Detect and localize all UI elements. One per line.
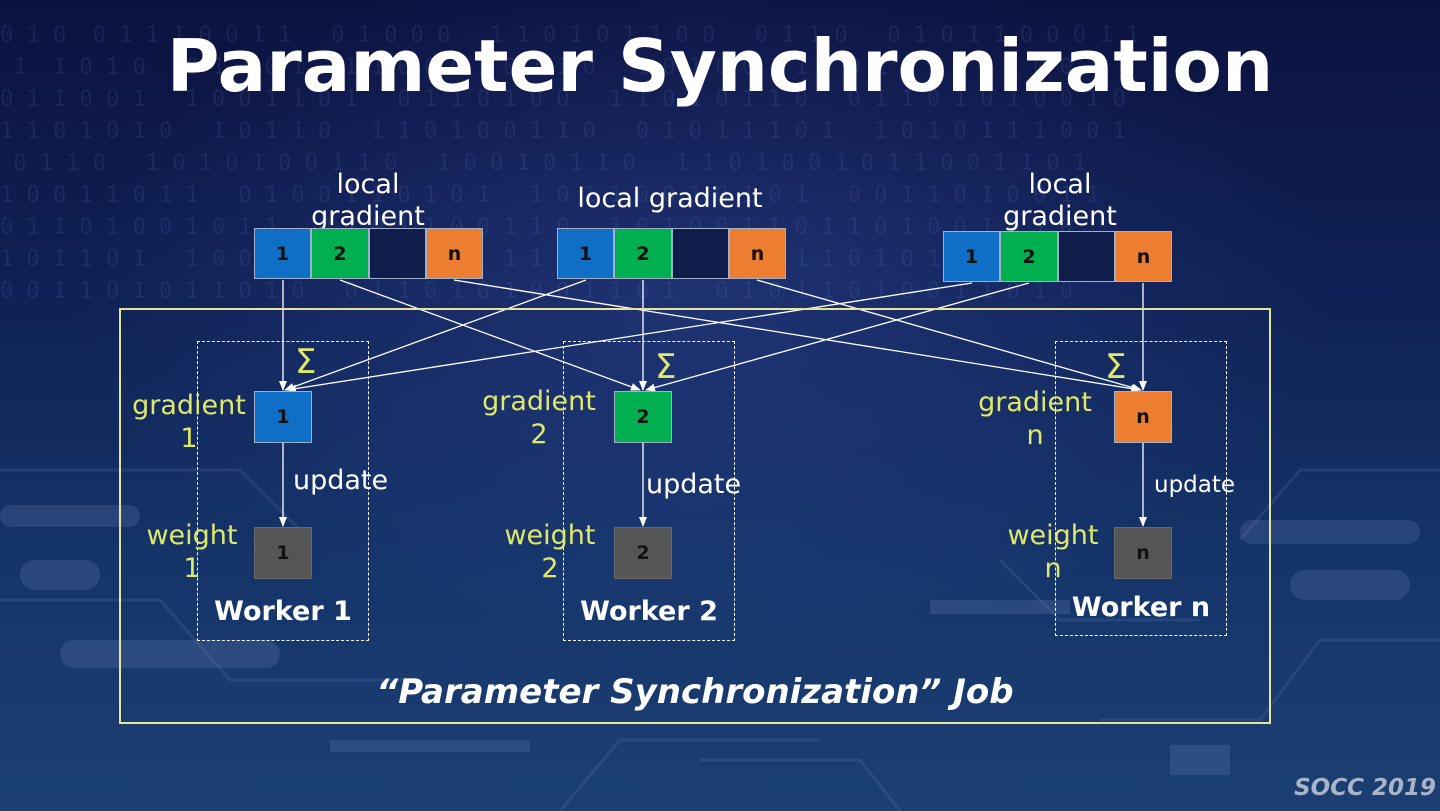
local-gradient-label-2: local gradient <box>577 183 763 214</box>
local-gradient-label-1: local gradient <box>311 169 425 232</box>
gradient-index: 1 <box>180 423 198 454</box>
weight-label-text: weight <box>1007 520 1099 551</box>
conference-footer: SOCC 2019 <box>1294 775 1436 801</box>
job-frame <box>119 308 1271 724</box>
weight-label-text: weight <box>146 520 238 551</box>
weight-cell-2: 2 <box>614 527 672 579</box>
page-title: Parameter Synchronization <box>166 24 1274 108</box>
aggregated-gradient-1: 1 <box>254 391 312 443</box>
aggregated-gradient-2: 2 <box>614 391 672 443</box>
aggregated-gradient-n: n <box>1114 391 1172 443</box>
segment-n: n <box>426 228 483 279</box>
gradient-label-2: gradient 2 <box>476 385 602 451</box>
weight-label-1: weight 1 <box>136 519 248 585</box>
gradient-label-text: gradient <box>978 387 1092 418</box>
worker-name-n: Worker n <box>1071 592 1211 623</box>
segment-empty <box>369 228 426 279</box>
gradient-label-1: gradient 1 <box>126 389 252 455</box>
sum-symbol-2: Σ <box>655 347 677 387</box>
weight-index: n <box>1044 553 1062 584</box>
segment-empty <box>1058 231 1115 282</box>
sum-symbol-n: Σ <box>1105 347 1127 387</box>
worker-name-1: Worker 1 <box>214 596 352 627</box>
worker-1-frame <box>197 341 369 641</box>
weight-label-n: weight n <box>997 519 1109 585</box>
segment-n: n <box>1115 231 1172 282</box>
binary-texture: 0 1 0 0 1 1 1 0 0 1 1 0 1 0 0 0 1 1 0 1 … <box>0 23 1140 304</box>
update-label-n: update <box>1154 472 1236 498</box>
weight-label-2: weight 2 <box>494 519 606 585</box>
weight-cell-1: 1 <box>254 527 312 579</box>
sum-symbol-1: Σ <box>295 342 317 382</box>
segment-1: 1 <box>557 228 614 279</box>
weight-index: 1 <box>183 553 201 584</box>
weight-cell-n: n <box>1114 527 1172 579</box>
gradient-label-text: gradient <box>132 390 246 421</box>
segment-1: 1 <box>254 228 311 279</box>
gradient-index: 2 <box>530 419 548 450</box>
segment-2: 2 <box>1000 231 1058 282</box>
worker-n-frame <box>1055 341 1227 636</box>
gradient-label-text: gradient <box>482 386 596 417</box>
weight-index: 2 <box>541 553 559 584</box>
worker-name-2: Worker 2 <box>580 596 718 627</box>
weight-label-text: weight <box>504 520 596 551</box>
segment-2: 2 <box>614 228 672 279</box>
gradient-label-n: gradient n <box>972 386 1098 452</box>
local-gradient-label-n: local gradient <box>1003 169 1117 232</box>
update-label-1: update <box>293 465 389 496</box>
segment-empty <box>672 228 729 279</box>
job-label: “Parameter Synchronization” Job <box>376 672 1014 712</box>
gradient-index: n <box>1026 420 1044 451</box>
segment-n: n <box>729 228 786 279</box>
segment-2: 2 <box>311 228 369 279</box>
worker-2-frame <box>563 341 735 641</box>
update-label-2: update <box>646 469 742 500</box>
segment-1: 1 <box>943 231 1000 282</box>
